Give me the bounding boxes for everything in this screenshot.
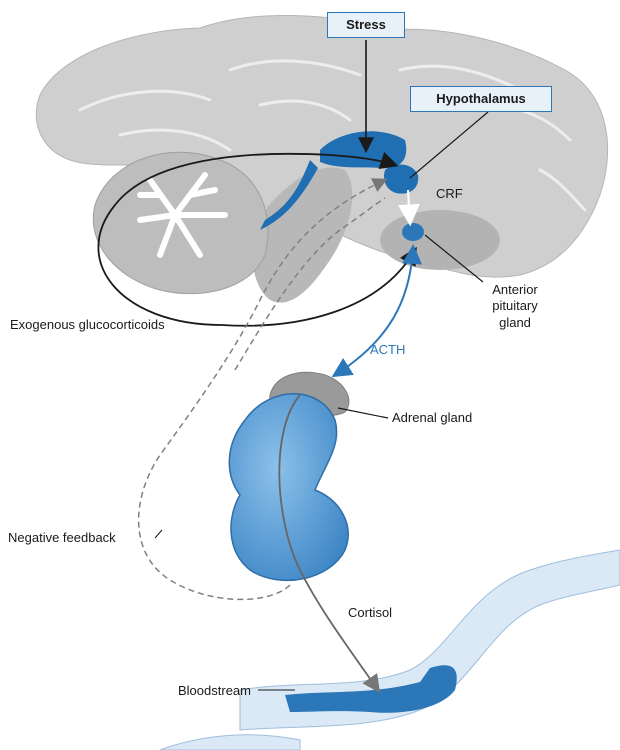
hypothalamus-label: Hypothalamus bbox=[436, 91, 526, 106]
bloodstream-label: Bloodstream bbox=[178, 683, 251, 699]
cortisol-label: Cortisol bbox=[348, 605, 392, 621]
blood-vessel bbox=[160, 550, 620, 750]
hypothalamus-label-box: Hypothalamus bbox=[410, 86, 552, 112]
anterior-pituitary-label: Anterior pituitary gland bbox=[480, 282, 550, 331]
acth-label: ACTH bbox=[370, 342, 405, 358]
stress-label: Stress bbox=[346, 17, 386, 32]
adrenal-leader bbox=[338, 408, 388, 418]
adrenal-gland-label: Adrenal gland bbox=[392, 410, 472, 426]
vessel-lower bbox=[160, 735, 300, 750]
pituitary-region bbox=[402, 223, 424, 241]
kidney bbox=[229, 372, 349, 580]
crf-label: CRF bbox=[436, 186, 463, 202]
stress-label-box: Stress bbox=[327, 12, 405, 38]
negative-feedback-label: Negative feedback bbox=[8, 530, 116, 546]
feedback-leader bbox=[155, 530, 162, 538]
anterior-pituitary-line-1: Anterior bbox=[480, 282, 550, 298]
exogenous-label: Exogenous glucocorticoids bbox=[10, 317, 165, 333]
lower-brain-region bbox=[380, 210, 500, 270]
kidney-body bbox=[229, 394, 348, 581]
anterior-pituitary-line-3: gland bbox=[480, 315, 550, 331]
anterior-pituitary-line-2: pituitary bbox=[480, 298, 550, 314]
